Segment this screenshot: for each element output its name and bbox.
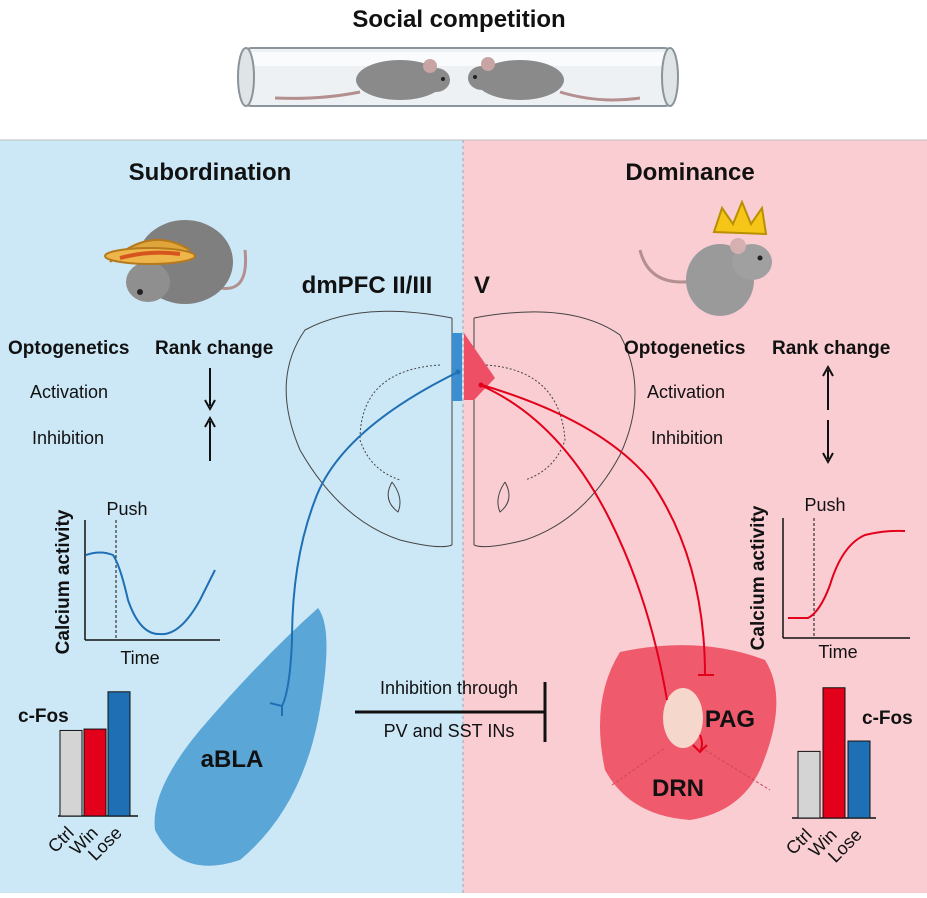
dominance-title: Dominance <box>625 159 754 186</box>
inhibition-line2: PV and SST INs <box>384 721 515 741</box>
tube-with-mice-illustration <box>237 47 679 107</box>
layer-ii-iii-region <box>452 333 462 401</box>
blue-terminal <box>269 702 283 716</box>
left-push-label: Push <box>106 499 147 519</box>
drn-terminal <box>692 734 708 754</box>
drn-label: DRN <box>652 775 704 802</box>
left-calcium-plot: Push Time Calcium activity <box>53 499 220 668</box>
left-cfos-label: c-Fos <box>18 706 69 727</box>
inhibition-line1: Inhibition through <box>380 678 518 698</box>
abla-region <box>154 608 327 866</box>
right-push-label: Push <box>804 495 845 515</box>
left-inhibition-label: Inhibition <box>32 428 104 448</box>
dmpfc-label: dmPFC II/III <box>302 272 433 299</box>
brain-section-outline <box>285 310 636 548</box>
left-rank-change-label: Rank change <box>155 338 273 359</box>
left-activation-label: Activation <box>30 382 108 402</box>
right-calcium-trace <box>788 529 906 619</box>
blue-projection-origin <box>455 369 461 375</box>
right-calcium-plot: Push Time Calcium activity <box>748 495 910 662</box>
right-activation-label: Activation <box>647 382 725 402</box>
red-projection-drn <box>479 384 668 701</box>
left-cfos-bar-win <box>83 728 107 817</box>
right-optogenetics-label: Optogenetics <box>624 338 745 359</box>
layer-v-label: V <box>474 272 490 299</box>
right-time-label: Time <box>818 642 857 662</box>
right-cfos-label: c-Fos <box>862 708 913 729</box>
aqueduct <box>663 688 703 748</box>
red-projection-origin <box>478 382 484 388</box>
layer-v-region <box>464 333 495 400</box>
right-inhibition-label: Inhibition <box>651 428 723 448</box>
right-cfos-bar-ctrl <box>797 750 821 819</box>
red-projection-pag <box>481 384 706 676</box>
subordinate-mouse-icon <box>104 220 248 304</box>
left-calcium-trace <box>85 551 216 636</box>
dominant-mouse-icon <box>638 199 772 316</box>
pag-label: PAG <box>705 706 755 733</box>
right-rank-change-label: Rank change <box>772 338 890 359</box>
left-calcium-ylabel: Calcium activity <box>53 509 74 654</box>
blue-projection <box>281 371 459 707</box>
right-inhibition-down-arrow <box>822 420 834 465</box>
right-cfos-bar-win <box>822 687 846 819</box>
page-title: Social competition <box>352 6 565 33</box>
drn-boundary-left <box>611 747 666 786</box>
drn-boundary-right <box>704 749 771 791</box>
right-activation-up-arrow <box>822 364 834 410</box>
left-cfos-bar-lose <box>107 691 131 817</box>
left-cfos-bar-ctrl <box>59 729 83 817</box>
left-activation-down-arrow <box>204 368 216 412</box>
left-inhibition-up-arrow <box>204 415 216 461</box>
right-cfos-bar-lose <box>847 740 871 819</box>
left-time-label: Time <box>120 648 159 668</box>
abla-label: aBLA <box>201 746 264 773</box>
subordination-title: Subordination <box>129 159 292 186</box>
right-calcium-ylabel: Calcium activity <box>748 505 769 650</box>
left-optogenetics-label: Optogenetics <box>8 338 129 359</box>
